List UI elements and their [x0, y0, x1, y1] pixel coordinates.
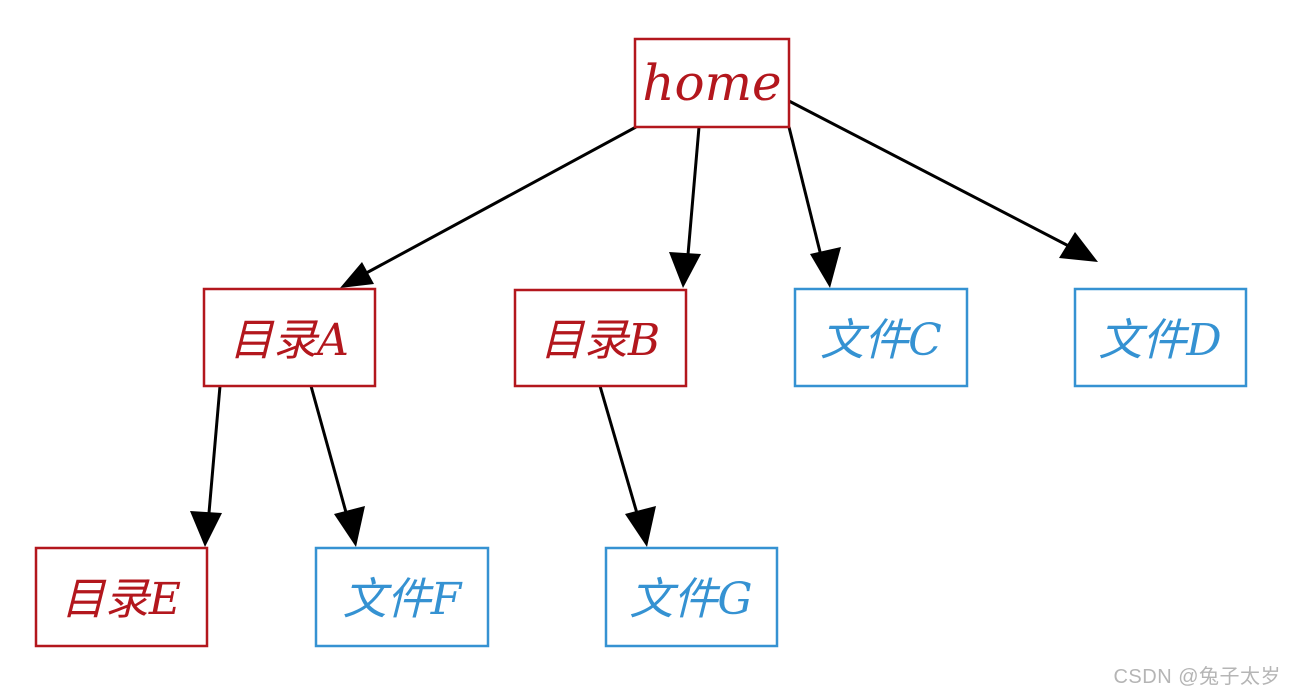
arrowhead-dir-b	[669, 252, 701, 288]
node-file-d-box	[1073, 287, 1248, 388]
arrowhead-file-c	[810, 247, 841, 288]
node-file-c-box	[793, 287, 969, 388]
watermark: CSDN @兔子太岁	[1113, 666, 1281, 688]
node-file-g[interactable]: 文件G	[604, 546, 779, 648]
node-file-f[interactable]: 文件F	[314, 546, 490, 648]
node-home-box	[633, 37, 791, 129]
node-file-d-label: 文件D	[1098, 315, 1221, 366]
node-file-g-label: 文件G	[629, 574, 752, 625]
node-dir-a-box	[202, 287, 377, 388]
node-file-d[interactable]: 文件D	[1073, 287, 1248, 388]
node-file-f-box	[314, 546, 490, 648]
arrowhead-file-g	[625, 506, 656, 547]
edge-dir-a-file-f	[309, 385, 354, 535]
edge-dir-b-file-g	[598, 385, 645, 535]
edge-home-dir-b	[684, 126, 701, 279]
edge-dir-a-dir-e	[205, 385, 222, 537]
node-dir-b-label: 目录B	[540, 315, 660, 366]
edge-home-file-c	[787, 126, 828, 277]
node-file-f-label: 文件F	[343, 574, 463, 625]
node-dir-e-label: 目录E	[61, 574, 181, 625]
node-file-c[interactable]: 文件C	[793, 287, 969, 388]
node-file-g-box	[604, 546, 779, 648]
node-dir-b[interactable]: 目录B	[513, 288, 688, 388]
arrowhead-dir-a	[340, 262, 374, 288]
edge-home-file-d	[788, 99, 1087, 257]
node-home-label: home	[642, 54, 781, 112]
node-dir-a-label: 目录A	[229, 315, 349, 366]
edge-home-dir-a	[345, 125, 637, 286]
arrowhead-dir-e	[190, 511, 222, 547]
node-dir-e[interactable]: 目录E	[34, 546, 209, 648]
node-home[interactable]: home	[633, 37, 791, 129]
node-dir-b-box	[513, 288, 688, 388]
node-file-c-label: 文件C	[820, 315, 942, 366]
nodes: home 目录A 目录B 文件C 文件D 目录E 文	[34, 37, 1248, 648]
arrowhead-file-d	[1059, 232, 1098, 262]
node-dir-e-box	[34, 546, 209, 648]
edges	[190, 99, 1098, 547]
node-dir-a[interactable]: 目录A	[202, 287, 377, 388]
arrowhead-file-f	[334, 506, 365, 547]
